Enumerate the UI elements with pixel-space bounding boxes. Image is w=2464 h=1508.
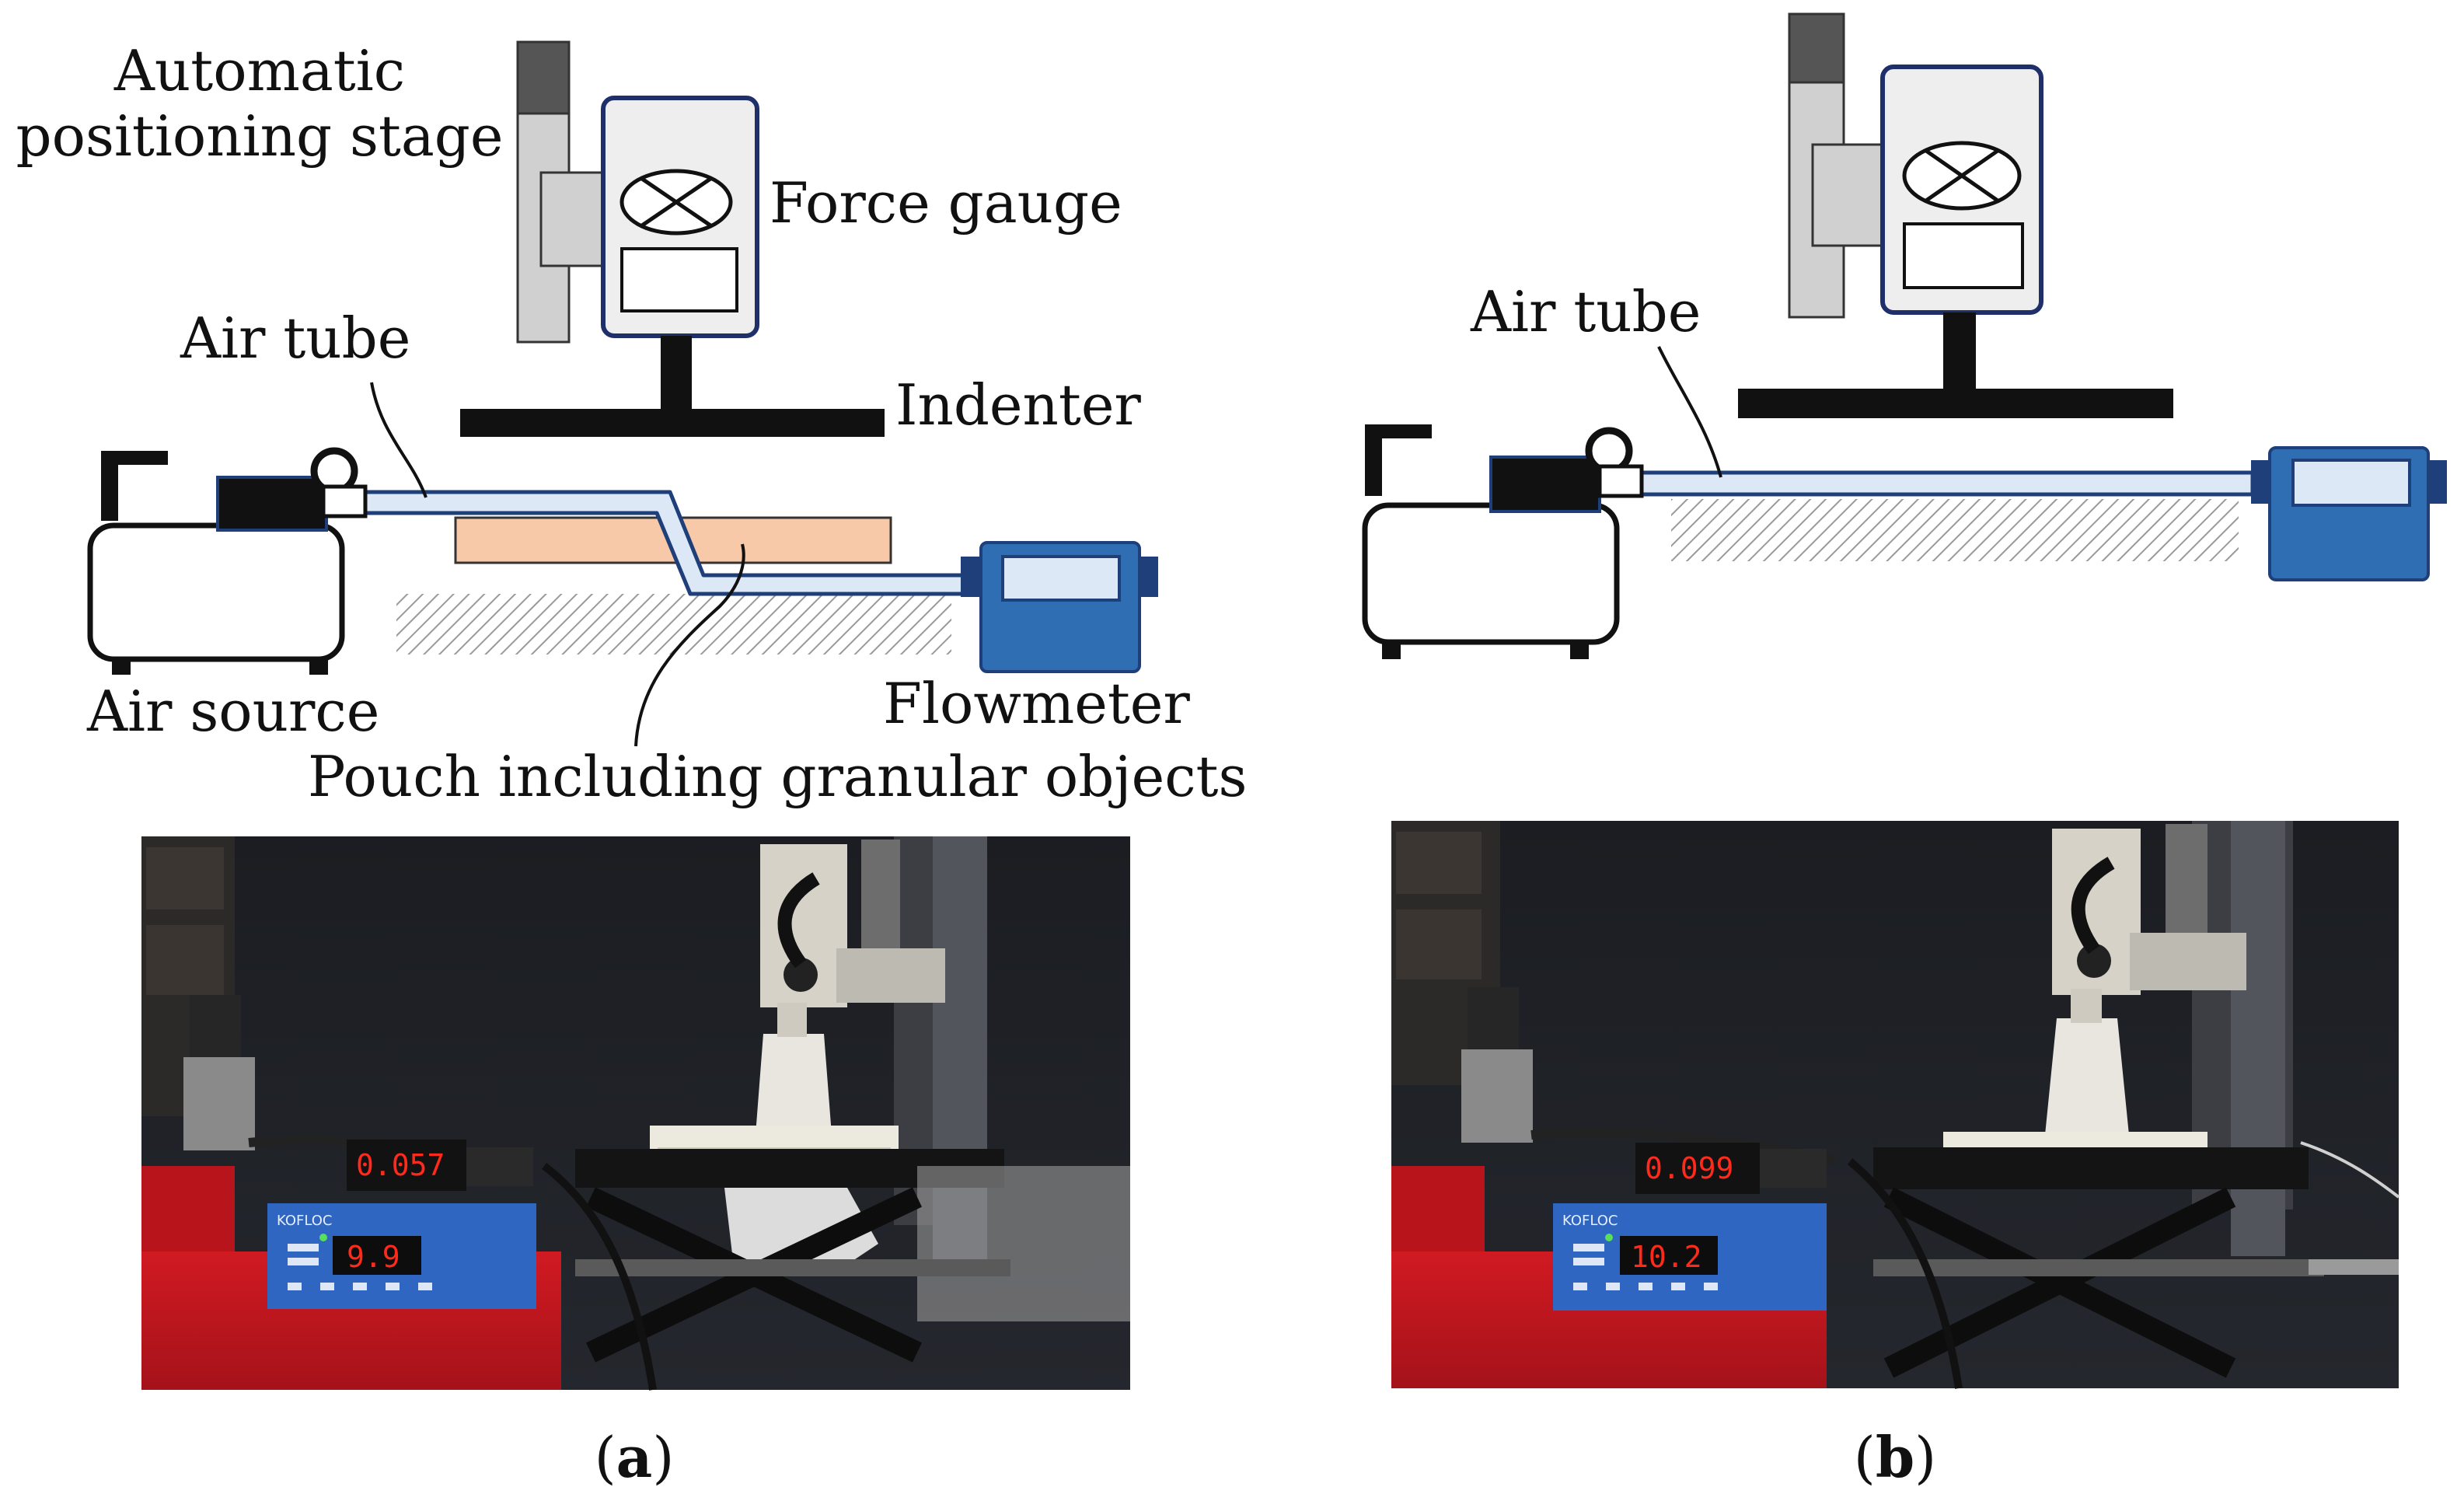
caption-b-letter: b <box>1876 1424 1914 1490</box>
label-indenter: Indenter <box>895 372 1141 438</box>
caption-a-letter: a <box>616 1424 653 1490</box>
ground-hatch <box>396 594 951 655</box>
label-stage-line2: positioning stage <box>16 103 504 169</box>
ground-hatch-b <box>1671 499 2239 561</box>
force-gauge-b <box>1880 65 2043 315</box>
air-source <box>87 447 368 675</box>
photo-b-flow-display: 10.2 <box>1631 1240 1702 1274</box>
positioning-stage <box>516 40 606 344</box>
photo-b-pressure-display: 0.099 <box>1645 1151 1733 1185</box>
flowmeter-b <box>2251 446 2447 581</box>
photo-a-pressure-display: 0.057 <box>356 1148 445 1182</box>
photo-a-flow-display: 9.9 <box>347 1240 400 1274</box>
air-tube-b <box>1636 470 2255 497</box>
label-air-tube-b: Air tube <box>1470 279 1701 344</box>
caption-a: (a) <box>595 1424 675 1490</box>
force-gauge <box>601 96 759 338</box>
caption-b: (b) <box>1854 1424 1937 1490</box>
photo-b-brand: KOFLOC <box>1562 1213 1618 1229</box>
caption-a-open: ( <box>595 1425 616 1490</box>
label-air-tube: Air tube <box>180 305 410 371</box>
flowmeter <box>961 541 1158 673</box>
positioning-stage-b <box>1788 12 1886 319</box>
photo-b: 0.099 KOFLOC 10.2 <box>1391 821 2400 1389</box>
diagram-a: Automatic positioning stage Force gauge … <box>16 38 1248 809</box>
photo-a: 0.057 KOFLOC 9.9 <box>141 836 1130 1391</box>
caption-b-open: ( <box>1854 1425 1876 1490</box>
caption-b-close: ) <box>1914 1425 1936 1490</box>
photo-a-brand: KOFLOC <box>277 1213 332 1229</box>
indenter <box>460 336 885 437</box>
air-source-b <box>1362 424 1644 659</box>
pouch-leader <box>634 543 745 747</box>
label-flowmeter: Flowmeter <box>883 671 1190 736</box>
label-stage-line1: Automatic <box>113 38 405 103</box>
air-tube-leader-b <box>1657 346 1722 478</box>
caption-a-close: ) <box>652 1425 674 1490</box>
label-pouch: Pouch including granular objects <box>308 744 1247 809</box>
indenter-b <box>1738 312 2173 418</box>
diagram-b: Air tube <box>1362 12 2447 659</box>
air-tube-leader <box>370 382 428 498</box>
label-force-gauge: Force gauge <box>770 170 1122 236</box>
label-air-source: Air source <box>86 679 379 744</box>
